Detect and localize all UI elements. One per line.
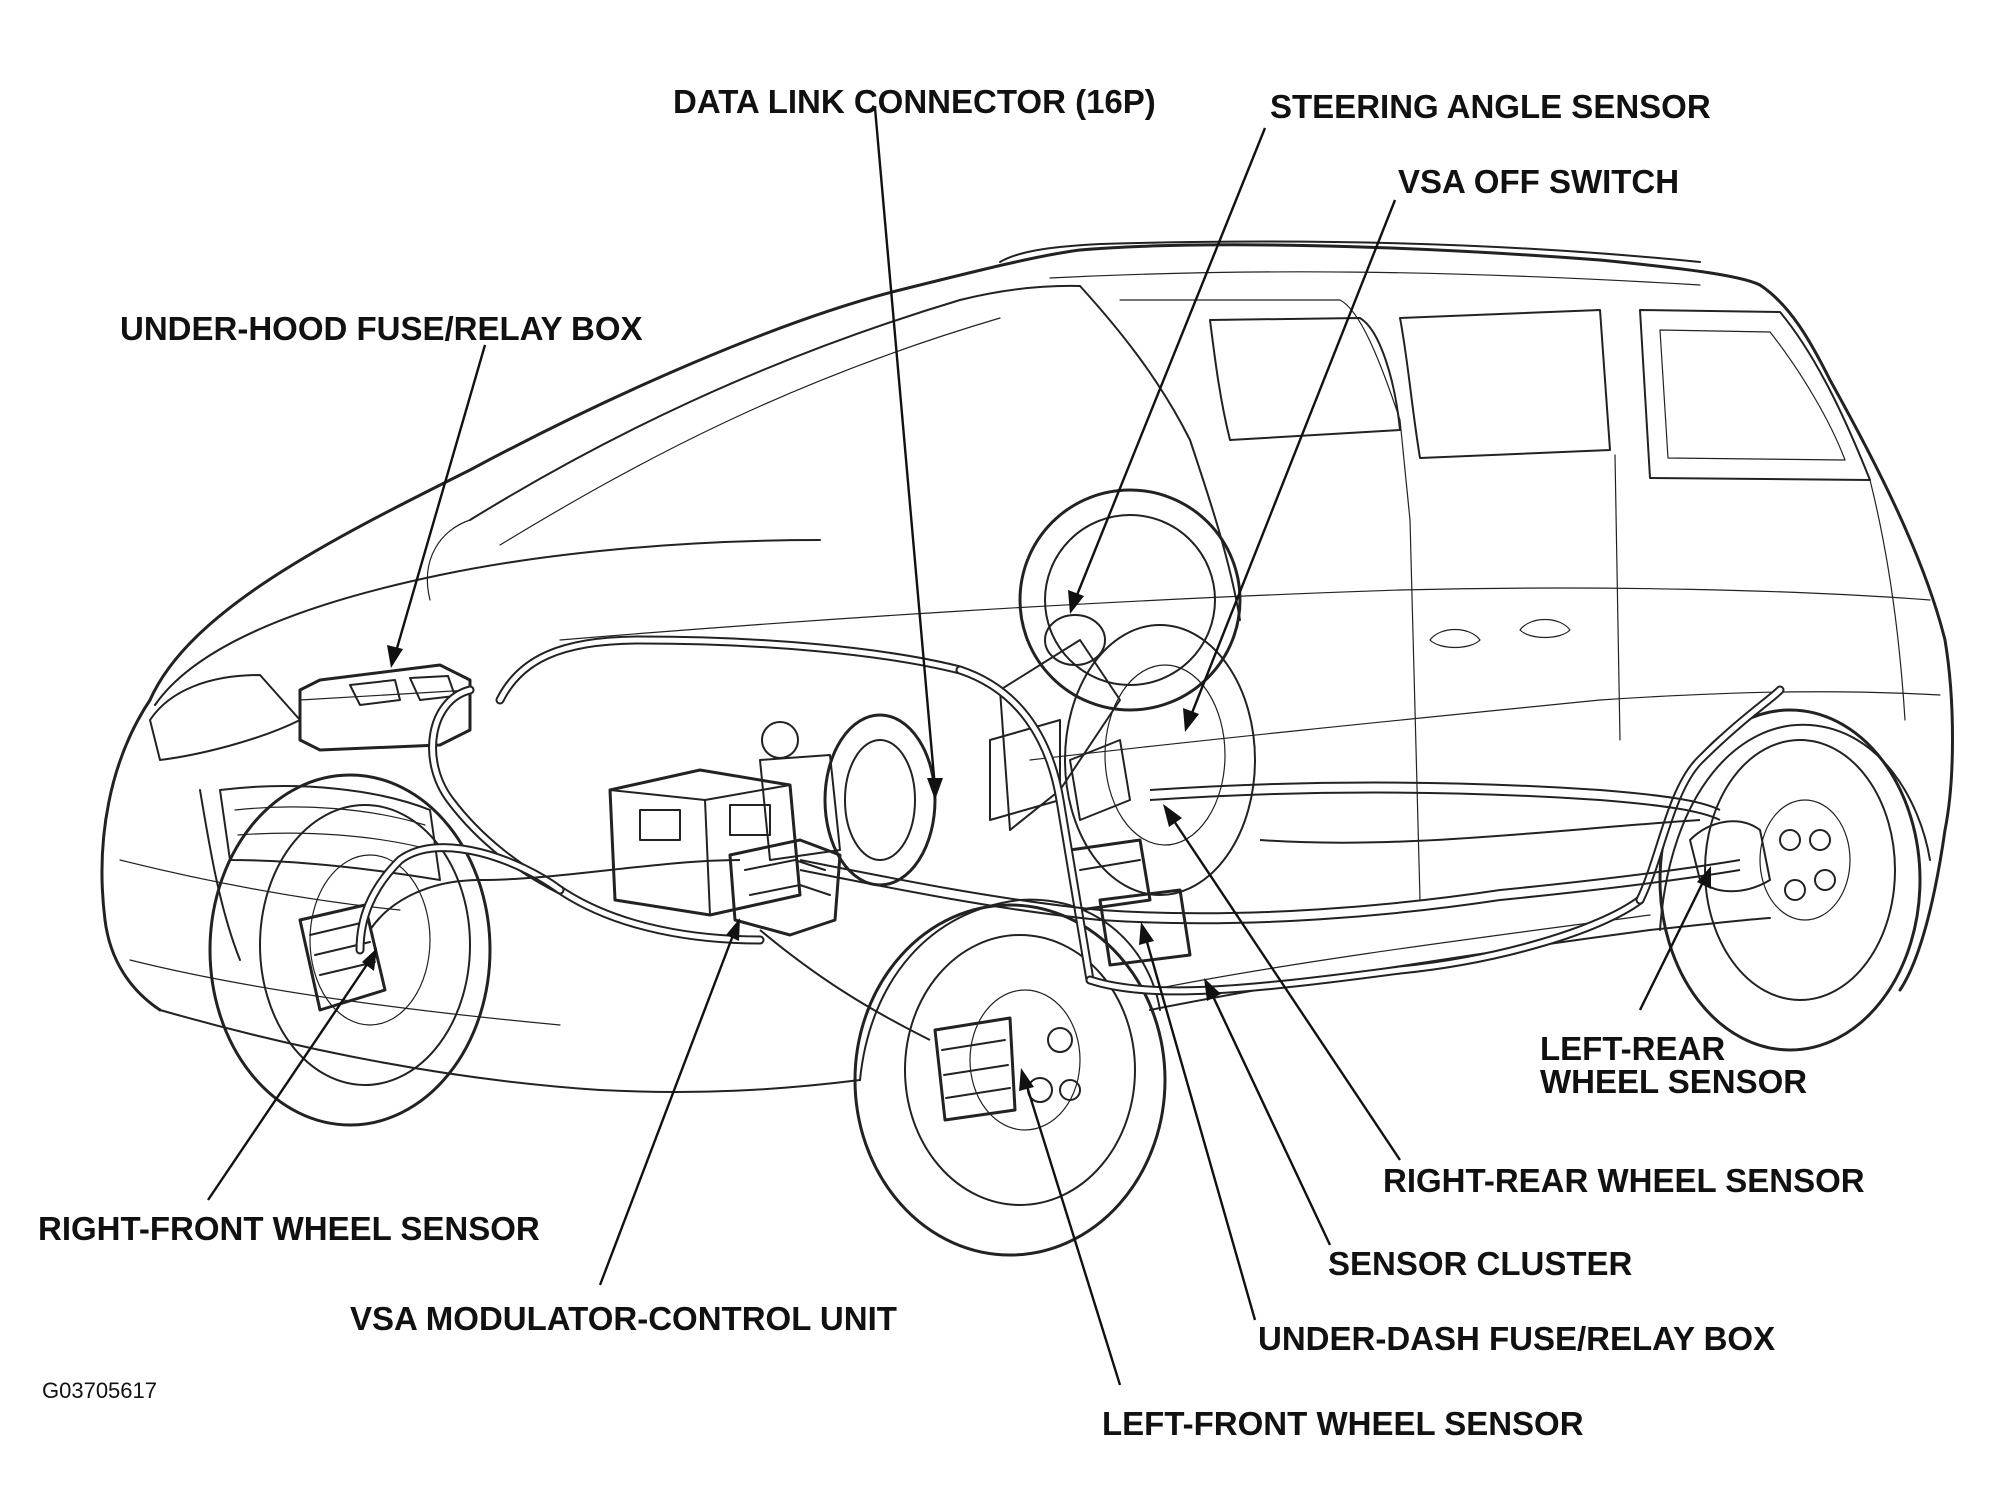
label-under-dash-fuse-relay-box: UNDER-DASH FUSE/RELAY BOX (1258, 1320, 1775, 1357)
wiring-harness (355, 635, 1785, 996)
label-under-hood-fuse-relay-box: UNDER-HOOD FUSE/RELAY BOX (120, 310, 643, 347)
label-steering-angle-sensor: STEERING ANGLE SENSOR (1270, 88, 1711, 125)
steering-column-assembly (989, 488, 1242, 831)
label-sensor-cluster: SENSOR CLUSTER (1328, 1245, 1633, 1282)
left-rear-brake-assembly (1689, 820, 1771, 893)
minivan-body-outline (100, 240, 1954, 1093)
brake-master-cylinder-booster (759, 713, 937, 887)
under-dash-fuse-relay-box-part (1098, 888, 1192, 967)
vsa-modulator-control-unit-part (728, 838, 842, 937)
label-vsa-modulator-control-unit: VSA MODULATOR-CONTROL UNIT (350, 1300, 897, 1337)
label-data-link-connector: DATA LINK CONNECTOR (16P) (673, 83, 1156, 120)
battery (608, 768, 802, 917)
left-front-brake-caliper (933, 1016, 1017, 1122)
label-vsa-off-switch: VSA OFF SWITCH (1398, 163, 1679, 200)
label-right-front-wheel-sensor: RIGHT-FRONT WHEEL SENSOR (38, 1210, 540, 1247)
label-left-rear-wheel-sensor-line2: WHEEL SENSOR (1540, 1063, 1807, 1100)
brake-lines (369, 781, 1741, 1041)
figure-id: G03705617 (42, 1378, 157, 1403)
callout-labels: DATA LINK CONNECTOR (16P) STEERING ANGLE… (38, 83, 1865, 1442)
right-front-wheel (208, 773, 492, 1127)
left-front-wheel (853, 903, 1167, 1257)
label-left-rear-wheel-sensor-line1: LEFT-REAR (1540, 1030, 1725, 1067)
right-rear-wheel (1064, 624, 1256, 896)
label-left-front-wheel-sensor: LEFT-FRONT WHEEL SENSOR (1102, 1405, 1584, 1442)
leader-lines (207, 107, 1711, 1386)
left-rear-wheel (1658, 708, 1922, 1052)
label-right-rear-wheel-sensor: RIGHT-REAR WHEEL SENSOR (1383, 1162, 1865, 1199)
